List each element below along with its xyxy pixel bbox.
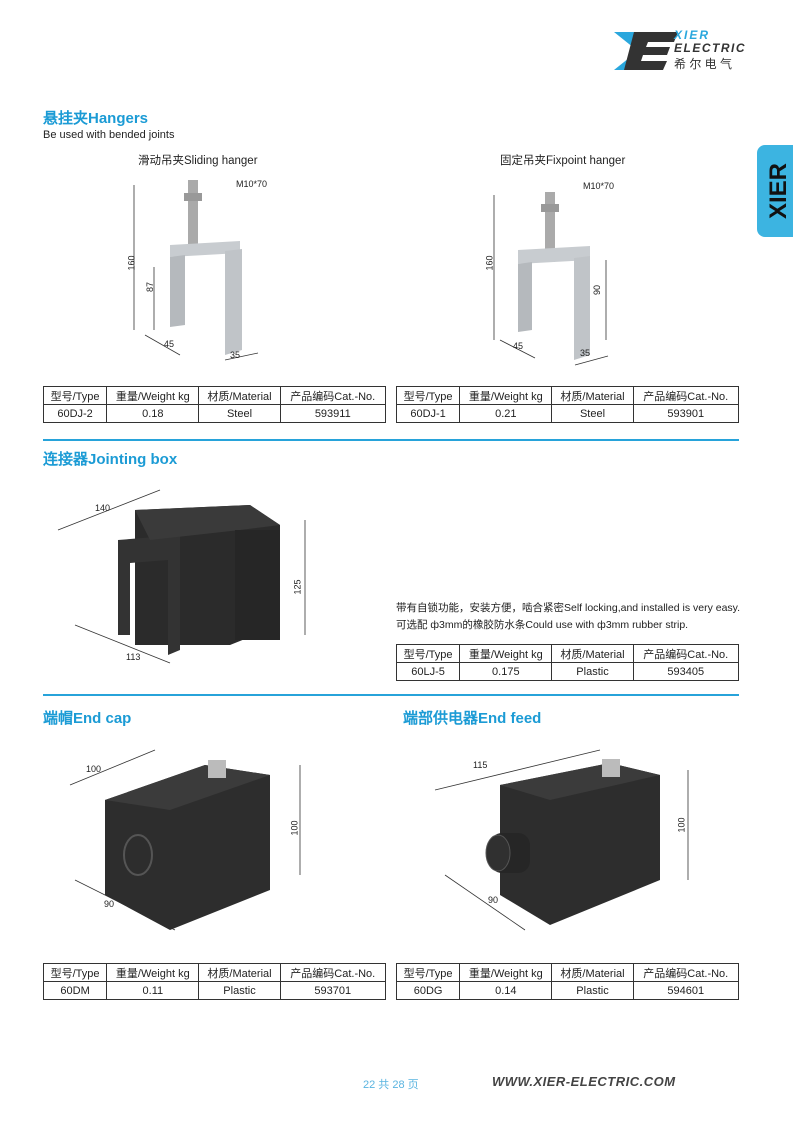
cell-material: Steel bbox=[551, 404, 634, 423]
jointing-desc-2: 可选配 ф3mm的橡胶防水条Could use with ф3mm rubber… bbox=[396, 619, 689, 631]
col-type: 型号/Type bbox=[395, 963, 461, 982]
col-type: 型号/Type bbox=[395, 644, 461, 663]
dim-width: 90 bbox=[488, 895, 499, 905]
sliding-hanger-caption: 滑动吊夹Sliding hanger bbox=[138, 155, 258, 167]
end-feed-image bbox=[434, 749, 689, 931]
col-weight: 重量/Weight kg bbox=[459, 644, 553, 663]
cell-material: Steel bbox=[198, 404, 281, 423]
cell-weight: 0.11 bbox=[106, 981, 200, 1000]
cell-catno: 593405 bbox=[632, 662, 740, 681]
dim-height: 100 bbox=[289, 820, 300, 836]
col-type: 型号/Type bbox=[42, 963, 108, 982]
end-cap-image bbox=[69, 749, 301, 931]
section-title-jointing-box: 连接器Jointing box bbox=[43, 451, 178, 468]
fixpoint-hanger-image bbox=[493, 192, 609, 366]
cell-weight: 0.175 bbox=[459, 662, 553, 681]
logo-mark-icon bbox=[614, 32, 678, 70]
col-material: 材质/Material bbox=[198, 963, 281, 982]
jointing-box-image bbox=[57, 489, 306, 664]
col-weight: 重量/Weight kg bbox=[459, 386, 553, 405]
col-catno: 产品编码Cat.-No. bbox=[632, 386, 740, 405]
side-tab: XIER bbox=[757, 145, 793, 237]
cell-catno: 594601 bbox=[632, 981, 740, 1000]
side-tab-label: XIER bbox=[765, 162, 793, 220]
dim-inner-height: 90 bbox=[592, 284, 603, 296]
col-weight: 重量/Weight kg bbox=[459, 963, 553, 982]
dim-depth: 35 bbox=[230, 350, 241, 360]
col-type: 型号/Type bbox=[395, 386, 461, 405]
col-material: 材质/Material bbox=[551, 644, 634, 663]
hangers-subtitle: Be used with bended joints bbox=[43, 129, 175, 141]
dim-inner-height: 87 bbox=[145, 281, 156, 293]
cell-catno: 593901 bbox=[632, 404, 740, 423]
cell-type: 60DJ-1 bbox=[395, 404, 461, 423]
dim-width: 45 bbox=[513, 341, 524, 351]
section-divider bbox=[43, 439, 739, 441]
section-title-end-feed: 端部供电器End feed bbox=[403, 710, 542, 727]
fixpoint-hanger-caption: 固定吊夹Fixpoint hanger bbox=[500, 155, 626, 167]
col-catno: 产品编码Cat.-No. bbox=[279, 386, 387, 405]
dim-depth: 35 bbox=[580, 348, 591, 358]
cell-weight: 0.21 bbox=[459, 404, 553, 423]
cell-material: Plastic bbox=[198, 981, 281, 1000]
page-number: 22 共 28 页 bbox=[363, 1079, 419, 1091]
jointing-desc-1: 带有自锁功能，安装方便，啮合紧密Self locking,and install… bbox=[396, 602, 741, 614]
cell-type: 60DJ-2 bbox=[42, 404, 108, 423]
cell-type: 60LJ-5 bbox=[395, 662, 461, 681]
dim-width: 113 bbox=[126, 652, 141, 662]
cell-type: 60DG bbox=[395, 981, 461, 1000]
dim-height: 160 bbox=[484, 255, 495, 271]
col-material: 材质/Material bbox=[551, 386, 634, 405]
cell-weight: 0.14 bbox=[459, 981, 553, 1000]
dim-thread: M10*70 bbox=[583, 181, 615, 191]
cell-catno: 593701 bbox=[279, 981, 387, 1000]
sliding-hanger-image bbox=[133, 180, 259, 361]
dim-length: 140 bbox=[95, 503, 111, 513]
dim-thread: M10*70 bbox=[236, 179, 268, 189]
col-material: 材质/Material bbox=[551, 963, 634, 982]
col-catno: 产品编码Cat.-No. bbox=[279, 963, 387, 982]
website-link[interactable]: WWW.XIER-ELECTRIC.COM bbox=[492, 1074, 676, 1089]
col-material: 材质/Material bbox=[198, 386, 281, 405]
cell-material: Plastic bbox=[551, 981, 634, 1000]
logo-cn: 希 尔 电 气 bbox=[674, 57, 733, 71]
col-weight: 重量/Weight kg bbox=[106, 386, 200, 405]
cell-material: Plastic bbox=[551, 662, 634, 681]
dim-height: 160 bbox=[126, 255, 137, 271]
cell-catno: 593911 bbox=[279, 404, 387, 423]
col-catno: 产品编码Cat.-No. bbox=[632, 644, 740, 663]
section-title-end-cap: 端帽End cap bbox=[43, 710, 132, 727]
cell-type: 60DM bbox=[42, 981, 108, 1000]
cell-weight: 0.18 bbox=[106, 404, 200, 423]
dim-height: 100 bbox=[676, 817, 687, 833]
dim-length: 115 bbox=[473, 760, 488, 770]
col-catno: 产品编码Cat.-No. bbox=[632, 963, 740, 982]
col-weight: 重量/Weight kg bbox=[106, 963, 200, 982]
dim-width: 90 bbox=[104, 899, 115, 909]
logo-electric: ELECTRIC bbox=[674, 41, 746, 55]
logo-xier: XIER bbox=[674, 28, 711, 42]
col-type: 型号/Type bbox=[42, 386, 108, 405]
section-divider bbox=[43, 694, 739, 696]
brand-logo: XIER ELECTRIC 希 尔 电 气 bbox=[612, 28, 757, 72]
section-title-hangers: 悬挂夹Hangers bbox=[43, 110, 149, 127]
dim-height: 125 bbox=[292, 579, 303, 595]
dim-length: 100 bbox=[86, 764, 102, 774]
dim-width: 45 bbox=[164, 339, 175, 349]
